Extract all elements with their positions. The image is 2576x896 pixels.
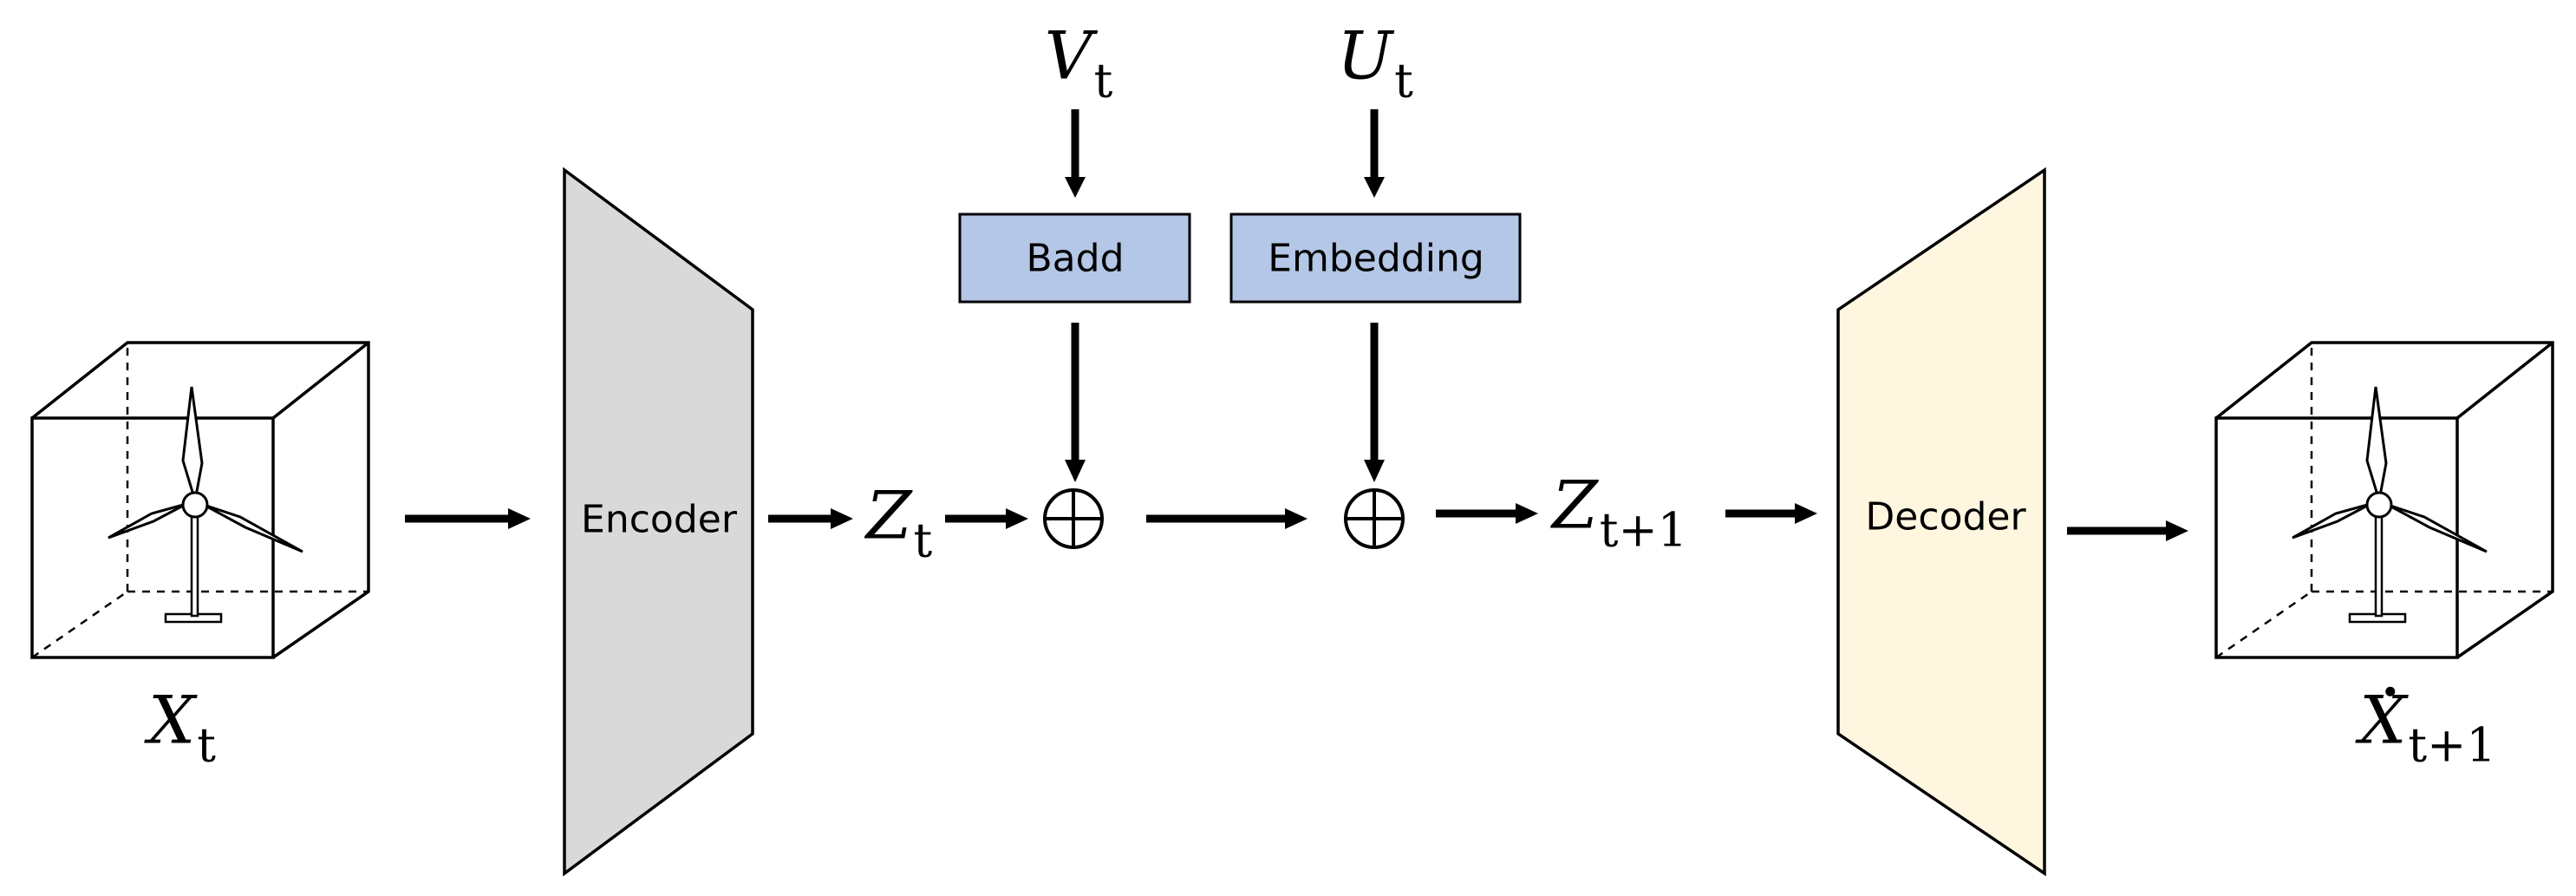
x-input-base: X: [148, 681, 196, 759]
z-next-label: Zt+1: [1552, 467, 1687, 558]
arrow-decoder-to-output: [2067, 520, 2188, 541]
arrow-vt-to-badd: [1065, 109, 1086, 198]
embedding-label: Embedding: [1268, 236, 1484, 281]
output-turbine-cube-icon: [2214, 341, 2554, 659]
arrow-zt-to-add1: [945, 508, 1028, 529]
arrow-input-to-encoder: [405, 508, 531, 529]
x-output-base: X: [2359, 681, 2407, 759]
decoder-label: Decoder: [1865, 494, 2026, 540]
embedding-box: [1229, 213, 1522, 304]
encoder-block: [563, 167, 754, 877]
arrow-embedding-to-add2: [1364, 323, 1385, 482]
v-t-sub: t: [1093, 53, 1113, 108]
z-next-base: Z: [1551, 466, 1598, 544]
u-t-base: U: [1337, 16, 1393, 95]
u-t-sub: t: [1394, 53, 1413, 108]
arrow-ut-to-embedding: [1364, 109, 1385, 198]
z-t-base: Z: [865, 476, 912, 554]
x-output-label: Xt+1: [2359, 682, 2495, 773]
x-output-sub: t+1: [2408, 717, 2496, 773]
badd-label: Badd: [1026, 236, 1125, 281]
badd-box: [958, 213, 1191, 304]
decoder-block: [1836, 167, 2046, 877]
arrow-badd-to-add1: [1065, 323, 1086, 482]
input-turbine-cube-icon: [30, 341, 370, 659]
x-output-base-wrap: X: [2359, 682, 2406, 759]
u-t-label: Ut: [1337, 17, 1413, 108]
z-next-sub: t+1: [1599, 502, 1688, 558]
x-input-sub: t: [197, 717, 216, 773]
add-operator-1-icon: [1043, 488, 1104, 549]
arrow-add1-to-add2: [1146, 508, 1308, 529]
add-operator-2-icon: [1344, 488, 1405, 549]
v-t-label: Vt: [1045, 17, 1113, 108]
x-input-label: Xt: [148, 682, 216, 773]
z-t-label: Zt: [866, 477, 933, 568]
encoder-label: Encoder: [581, 497, 737, 542]
x-output-dot: [2385, 686, 2396, 697]
arrow-encoder-to-zt: [768, 508, 853, 529]
arrow-add2-to-znext: [1436, 503, 1538, 524]
arrow-znext-to-decoder: [1725, 503, 1817, 524]
v-t-base: V: [1044, 16, 1092, 95]
z-t-sub: t: [913, 513, 933, 568]
